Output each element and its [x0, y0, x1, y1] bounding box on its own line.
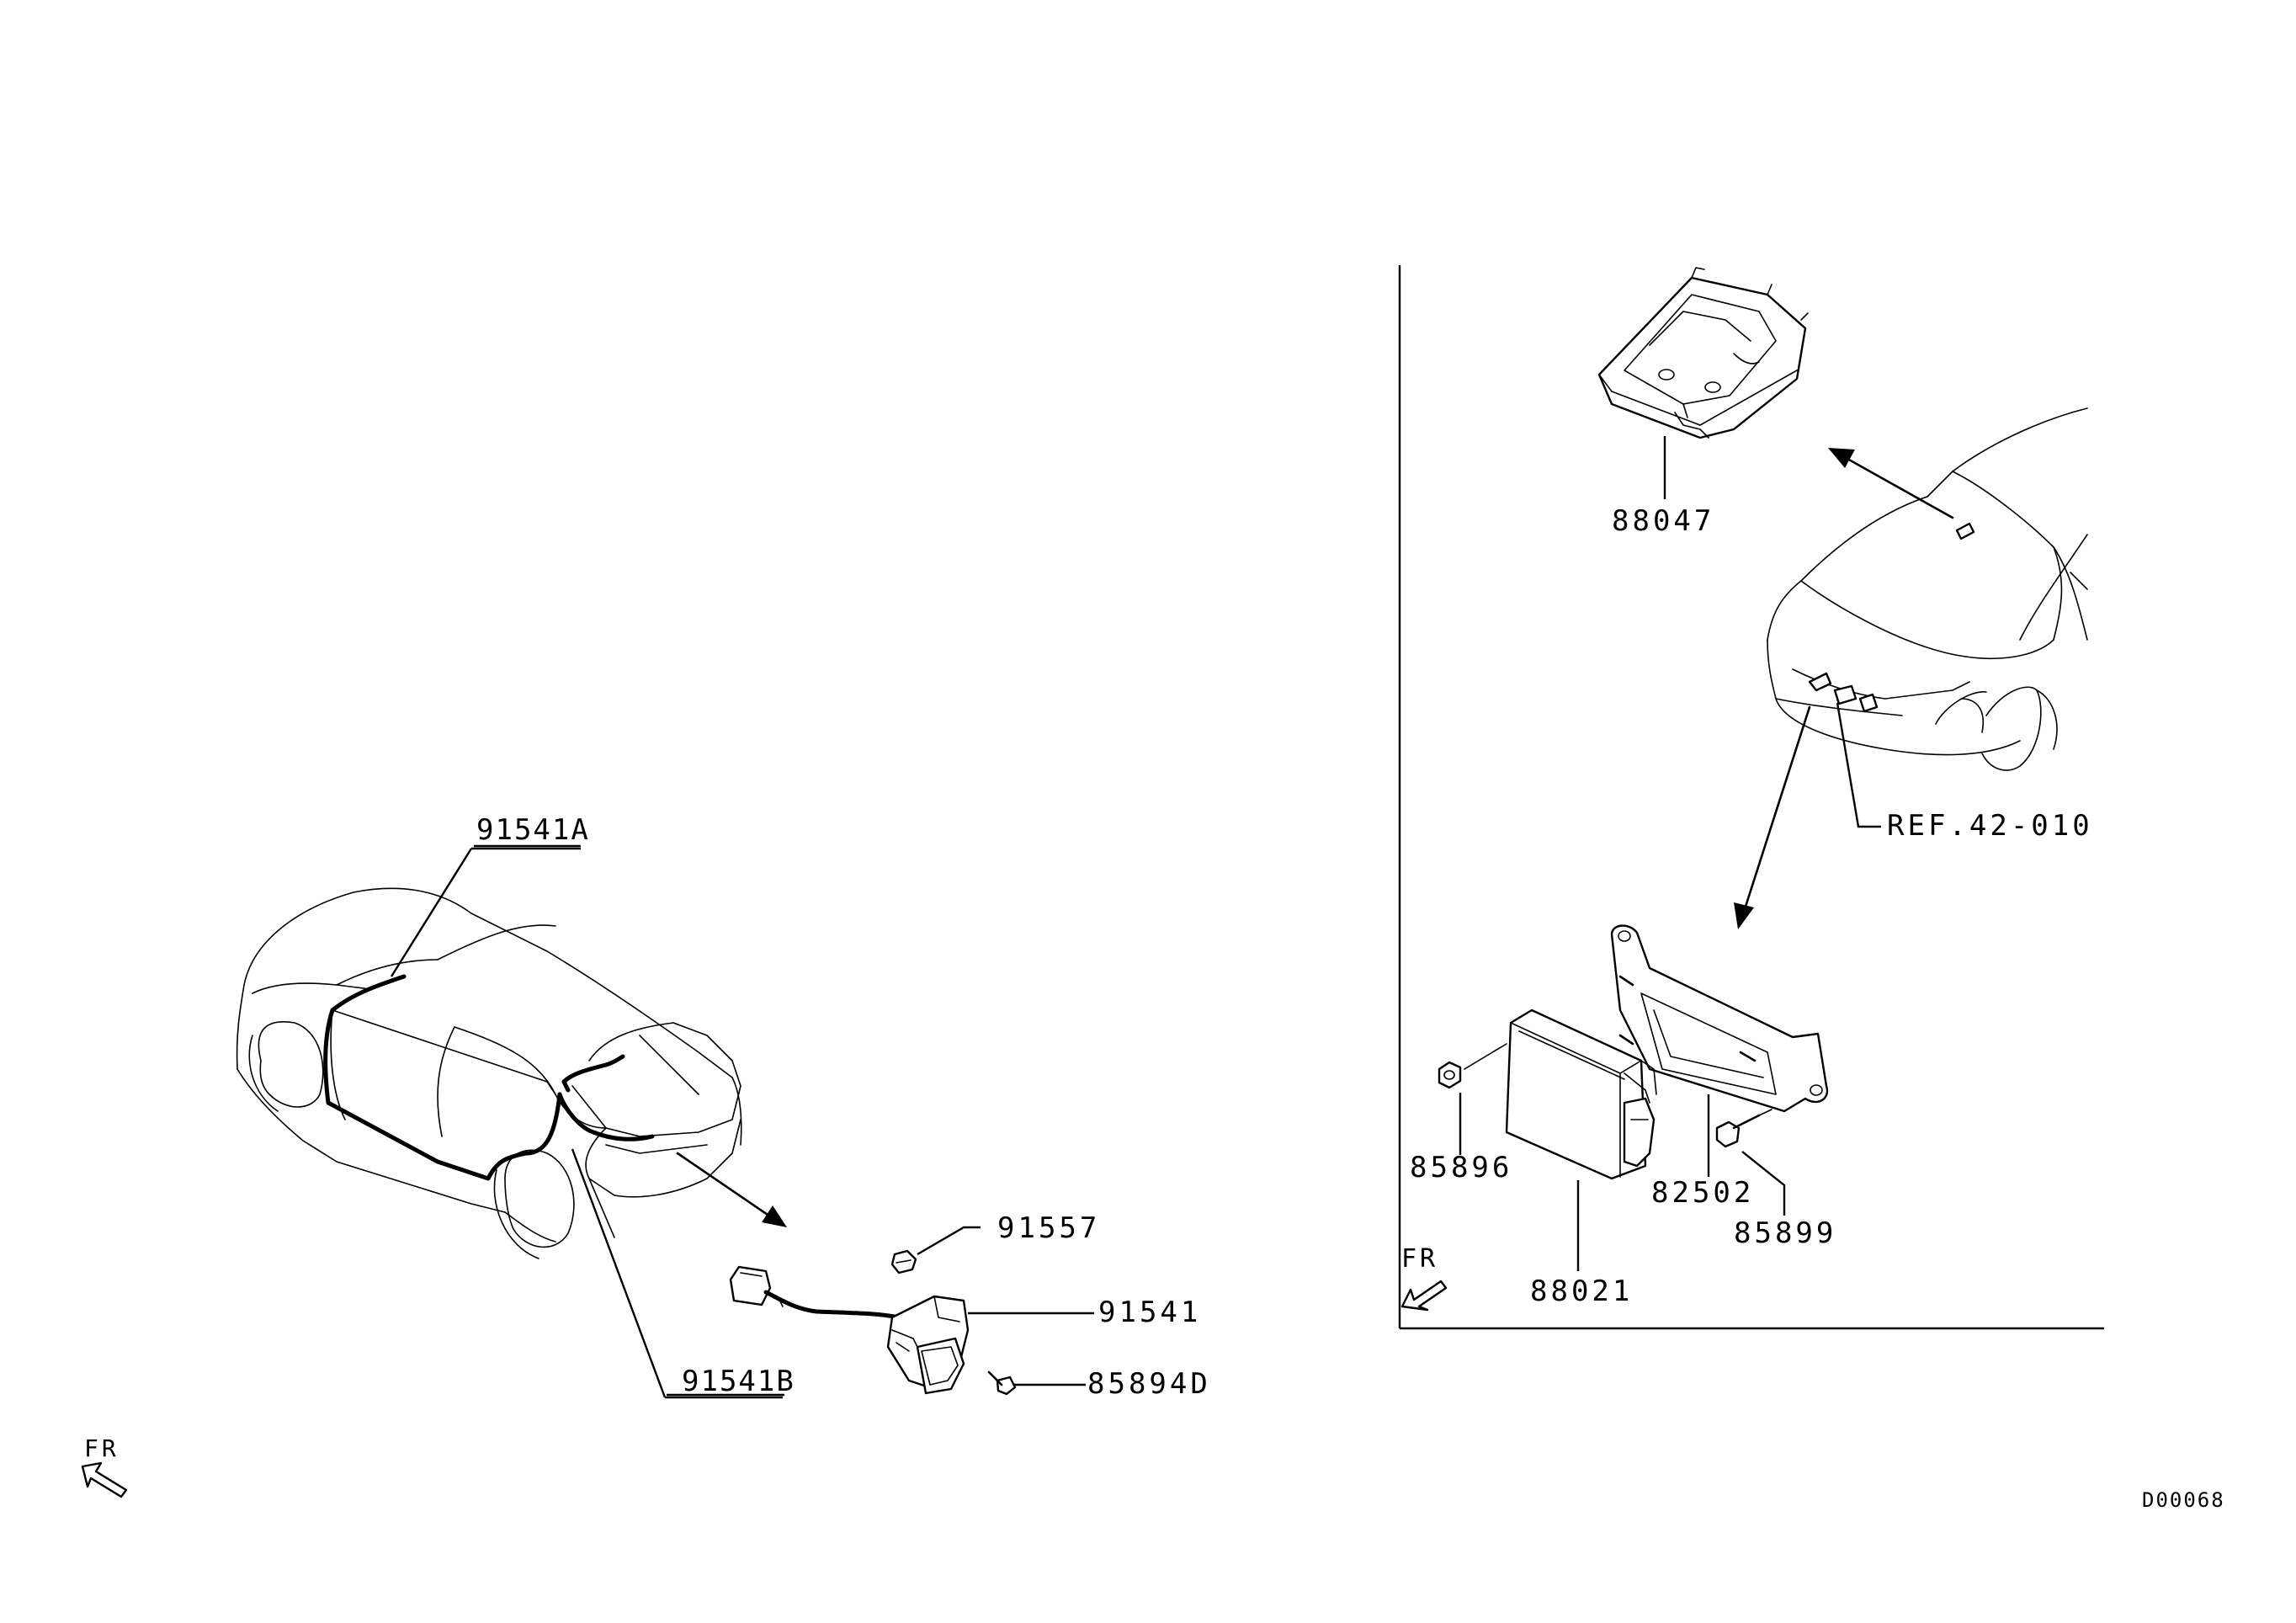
radar-bracket-82502 [1610, 924, 1829, 1113]
label-91541A: 91541A [476, 813, 590, 847]
front-direction-arrow-icon [1400, 1280, 1448, 1312]
label-91541: 91541 [1098, 1296, 1201, 1329]
camera-module-pointer-arrow [1828, 448, 1954, 519]
nut-85896 [1438, 1043, 1507, 1089]
forward-camera-module-88047 [1597, 267, 1809, 439]
rear-vehicle-illustration [236, 887, 742, 1259]
diagram-code: D00068 [2142, 1488, 2225, 1512]
camera-pointer-arrow [676, 1152, 787, 1227]
label-85899: 85899 [1734, 1216, 1836, 1250]
label-91557: 91557 [997, 1211, 1100, 1245]
front-direction-arrow-icon [81, 1461, 128, 1498]
leader-lines [390, 436, 1881, 1399]
label-fr-right: FR [1401, 1244, 1438, 1274]
label-91541B: 91541B [682, 1365, 795, 1398]
label-85896: 85896 [1410, 1151, 1512, 1184]
label-88021: 88021 [1530, 1274, 1633, 1308]
radar-pointer-arrow [1734, 705, 1811, 929]
label-fr-left: FR [84, 1434, 120, 1462]
bolt-85899 [1715, 1109, 1772, 1148]
label-ref-42-010: REF.42-010 [1887, 809, 2093, 843]
front-vehicle-illustration [1767, 407, 2088, 771]
section-frame [1398, 265, 2104, 1330]
radar-unit-88021 [1505, 1008, 1657, 1180]
part-labels: 91541A 91541B 91557 91541 85894D 88047 R… [84, 504, 2225, 1512]
rear-camera-assembly [729, 1249, 1017, 1396]
label-88047: 88047 [1612, 504, 1714, 538]
label-82502: 82502 [1651, 1176, 1754, 1210]
label-85894D: 85894D [1087, 1367, 1211, 1401]
